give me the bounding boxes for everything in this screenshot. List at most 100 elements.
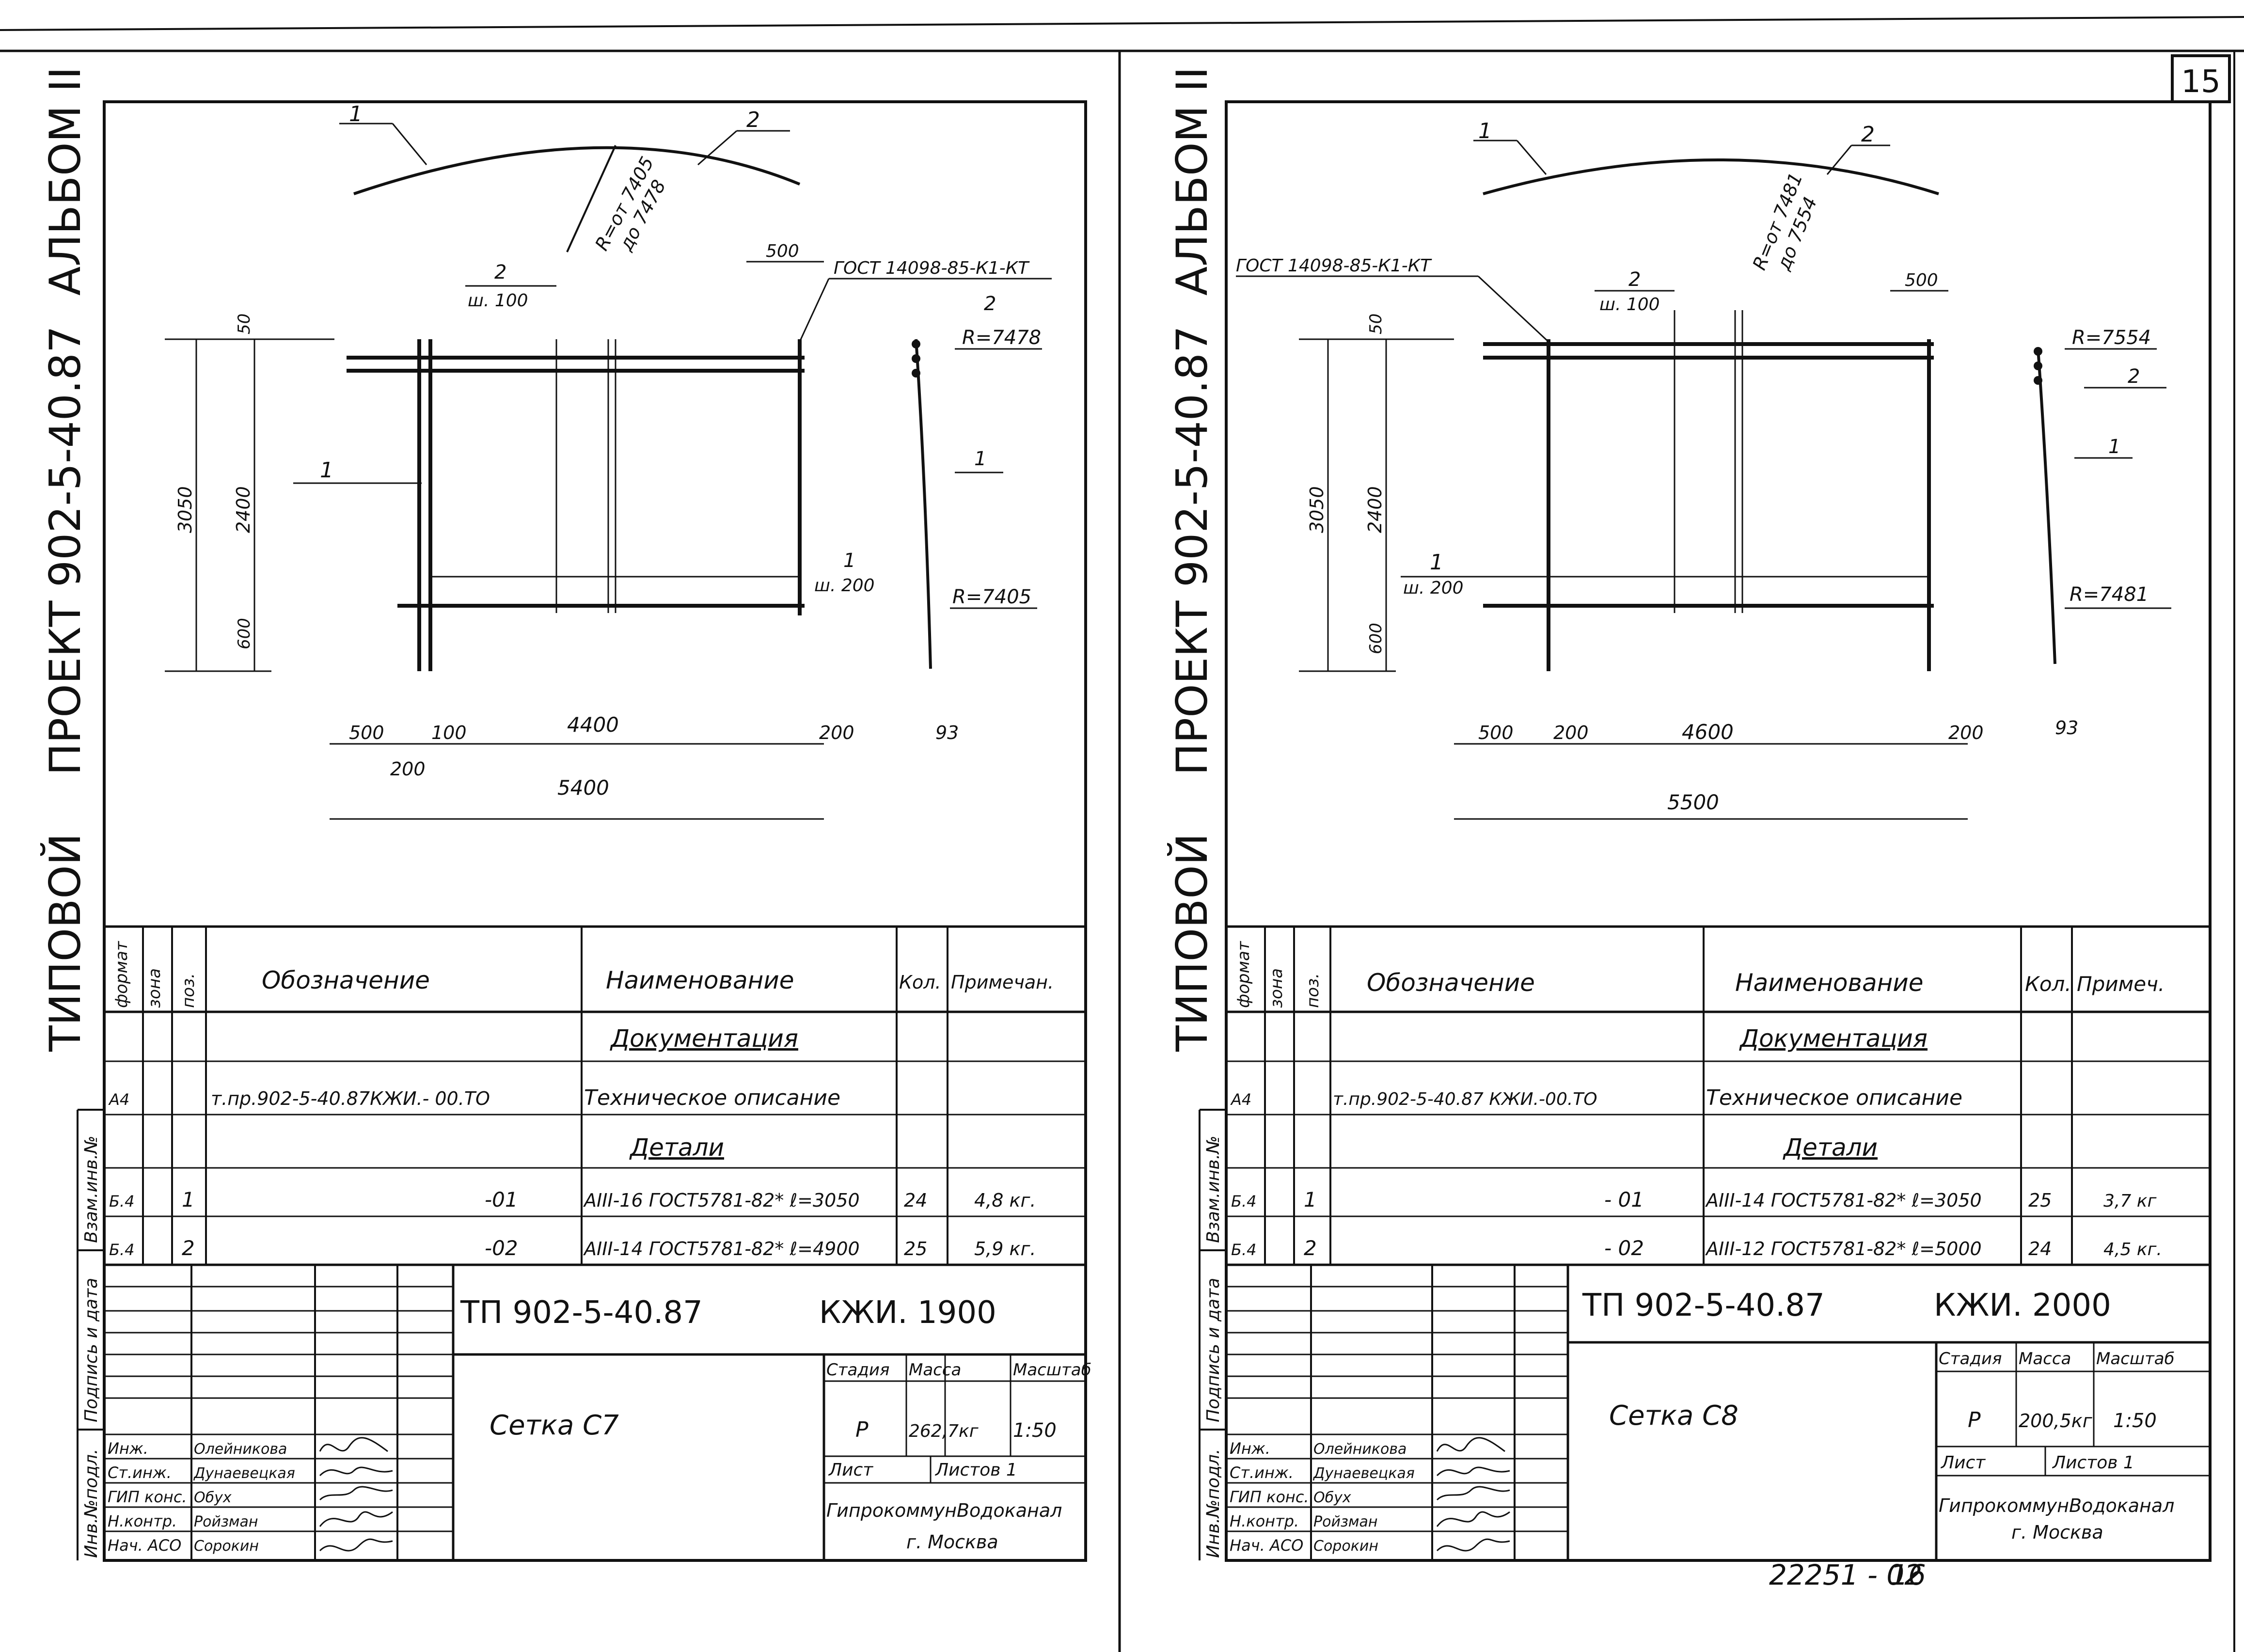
right-hdr-zone: зона — [1267, 968, 1286, 1008]
left-dim-500-top: 500 — [766, 241, 799, 261]
left-hdr-format: формат — [112, 941, 131, 1008]
right-hdr-designation: Обозначение — [1367, 969, 1535, 997]
right-name-3: Обух — [1313, 1489, 1351, 1506]
left-spacing-200: ш. 200 — [814, 576, 875, 596]
left-arc-label-2: 2 — [746, 108, 760, 132]
left-side-label-1: 1 — [974, 448, 986, 470]
left-row3-qty: 25 — [904, 1238, 927, 1259]
right-row2-pos: 1 — [1304, 1188, 1317, 1211]
left-side-title: ТИПОВОЙ ПРОЕКТ 902-5-40.87 АЛЬБОМ II — [40, 67, 90, 1052]
right-row1-name: Техническое описание — [1706, 1086, 1962, 1110]
left-title-block: ТП 902-5-40.87 КЖИ. 1900 Сетка С7 Стадия… — [104, 1265, 1091, 1560]
left-hdr-pos: поз. — [179, 973, 198, 1008]
left-side-label-2: 2 — [984, 293, 996, 315]
left-row3-name: АIII-14 ГОСТ5781-82* ℓ=4900 — [583, 1238, 860, 1259]
left-name-3: Обух — [194, 1489, 232, 1506]
left-dim-3050: 3050 — [174, 486, 196, 533]
page-number: 15 — [2181, 64, 2220, 100]
right-row2-note: 3,7 кг — [2103, 1191, 2157, 1211]
right-side-label-1: 1 — [2108, 436, 2120, 458]
left-hdr-note: Примечан. — [951, 972, 1054, 993]
right-side-r1: R=7554 — [2072, 327, 2151, 349]
right-side-label-2: 2 — [2128, 365, 2140, 388]
left-spacing-100: ш. 100 — [468, 291, 528, 311]
right-side-strip: Инв.№подл. Подпись и дата Взам.инв.№ — [1199, 1109, 1226, 1560]
left-role-2: Ст.инж. — [108, 1463, 172, 1482]
left-hdr-zone: зона — [145, 968, 164, 1008]
right-row3-pos: 2 — [1304, 1236, 1317, 1260]
left-bdim-4400: 4400 — [567, 713, 619, 737]
right-stamp-code: ТП 902-5-40.87 — [1582, 1288, 1825, 1323]
right-dim-500-top: 500 — [1905, 270, 1938, 290]
right-stamp-doc: КЖИ. 2000 — [1934, 1288, 2111, 1323]
right-row3-format: Б.4 — [1231, 1241, 1256, 1259]
left-bdim-93: 93 — [935, 722, 959, 743]
trim-line-top — [0, 16, 2244, 31]
title-album-r: АЛЬБОМ II — [1167, 67, 1217, 296]
left-row3-designation: -02 — [485, 1236, 518, 1260]
right-row2-format: Б.4 — [1231, 1192, 1256, 1211]
right-title-block: ТП 902-5-40.87 КЖИ. 2000 Сетка С8 Стадия… — [1226, 1265, 2210, 1560]
right-stamp-title: Сетка С8 — [1609, 1400, 1738, 1432]
left-name-4: Ройзман — [194, 1513, 258, 1530]
right-bdim-200-2: 200 — [1948, 722, 1984, 743]
left-role-5: Нач. АСО — [108, 1536, 181, 1555]
left-section-details: Детали — [629, 1133, 724, 1162]
left-strip-sign: Подпись и дата — [81, 1278, 101, 1422]
left-scale-label: Масштаб — [1013, 1360, 1091, 1380]
left-mesh-label-1-bottom: 1 — [843, 550, 855, 572]
right-role-3: ГИП конс. — [1230, 1488, 1309, 1506]
left-side-r1: R=7478 — [962, 327, 1041, 349]
right-mass: 200,5кг — [2019, 1410, 2093, 1432]
left-spec-table: формат зона поз. Обозначение Наименовани… — [104, 925, 1086, 1266]
right-role-1: Инж. — [1230, 1439, 1270, 1458]
right-scale-label: Масштаб — [2096, 1349, 2175, 1369]
right-bdim-5500: 5500 — [1667, 790, 1719, 814]
right-org: ГипрокоммунВодоканал — [1939, 1495, 2174, 1516]
right-row3-qty: 24 — [2028, 1238, 2052, 1259]
right-stage: Р — [1968, 1408, 1981, 1432]
right-dim-3050: 3050 — [1306, 486, 1327, 533]
right-arc-label-2: 2 — [1861, 122, 1875, 147]
left-stamp-code: ТП 902-5-40.87 — [460, 1295, 703, 1331]
left-row3-pos: 2 — [182, 1236, 195, 1260]
left-row2-format: Б.4 — [109, 1192, 134, 1211]
left-strip-inv: Инв.№подл. — [81, 1449, 101, 1558]
left-frame — [103, 100, 1087, 1562]
right-frame — [1225, 100, 2212, 1562]
right-arc-label-1: 1 — [1478, 119, 1492, 143]
left-mass: 262,7кг — [909, 1421, 979, 1441]
right-side-view — [2037, 348, 2056, 664]
left-hdr-qty: Кол. — [899, 972, 941, 993]
bottom-code: 22251 - 02 — [1769, 1558, 1922, 1591]
right-dim-600: 600 — [1366, 623, 1386, 654]
left-bdim-200-2: 200 — [390, 758, 426, 780]
left-mesh-label-1: 1 — [320, 458, 333, 483]
left-dim-50: 50 — [235, 314, 254, 334]
right-bdim-93: 93 — [2055, 717, 2078, 739]
left-arc — [353, 146, 801, 195]
right-bdim-4600: 4600 — [1682, 720, 1734, 744]
right-section-details: Детали — [1783, 1133, 1878, 1162]
left-stamp-title: Сетка С7 — [490, 1410, 619, 1441]
title-typical: ТИПОВОЙ — [40, 834, 90, 1052]
right-row1-format: А4 — [1230, 1090, 1251, 1109]
right-row1-designation: т.пр.902-5-40.87 КЖИ.-00.ТО — [1333, 1089, 1597, 1109]
right-row3-name: АIII-12 ГОСТ5781-82* ℓ=5000 — [1705, 1238, 1982, 1259]
right-role-4: Н.контр. — [1230, 1512, 1299, 1530]
right-hdr-name: Наименование — [1735, 969, 1924, 997]
left-bdim-200: 200 — [819, 722, 854, 743]
right-gost-label: ГОСТ 14098-85-К1-КТ — [1236, 256, 1432, 276]
right-mass-label: Масса — [2019, 1349, 2071, 1369]
left-role-4: Н.контр. — [108, 1512, 177, 1530]
right-strip-sign: Подпись и дата — [1203, 1278, 1223, 1422]
left-row1-designation: т.пр.902-5-40.87КЖИ.- 00.ТО — [211, 1088, 490, 1109]
left-city: г. Москва — [906, 1531, 998, 1553]
right-spec-table: формат зона поз. Обозначение Наименовани… — [1226, 925, 2210, 1266]
title-project: ПРОЕКТ 902-5-40.87 — [40, 326, 90, 775]
left-strip-vzam: Взам.инв.№ — [81, 1135, 101, 1243]
left-name-2: Дунаевецкая — [193, 1465, 295, 1482]
title-project-r: ПРОЕКТ 902-5-40.87 — [1167, 326, 1217, 775]
left-row2-note: 4,8 кг. — [974, 1190, 1036, 1211]
